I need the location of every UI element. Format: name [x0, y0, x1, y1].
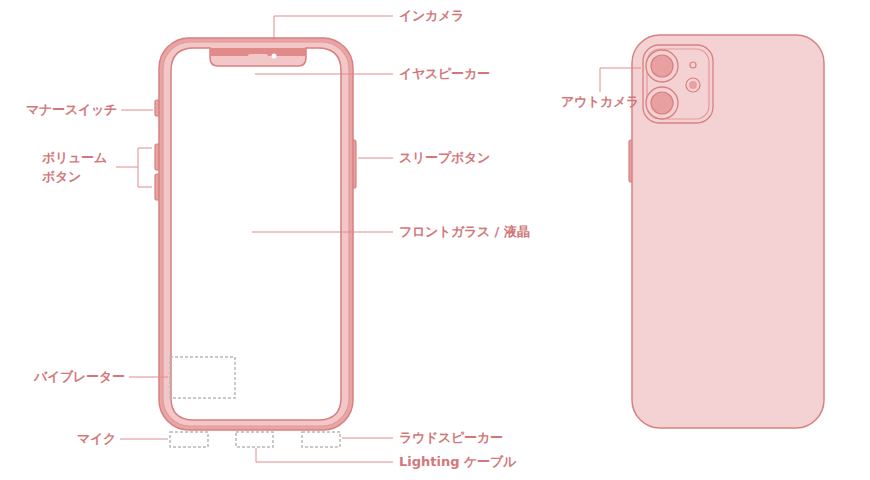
part-label: ラウドスピーカー — [399, 430, 503, 446]
part-label: イヤスピーカー — [399, 66, 490, 82]
part-label: Lighting ケーブル — [399, 454, 516, 470]
part-label: マナースイッチ — [26, 102, 117, 118]
part-label: バイブレーター — [34, 369, 125, 385]
part-label: スリープボタン — [399, 150, 490, 166]
part-label: フロントガラス / 液晶 — [399, 224, 530, 240]
part-label: インカメラ — [399, 8, 464, 24]
part-label: マイク — [77, 431, 116, 447]
part-label: ボリューム ボタン — [42, 148, 111, 187]
part-label: アウトカメラ — [561, 94, 639, 110]
